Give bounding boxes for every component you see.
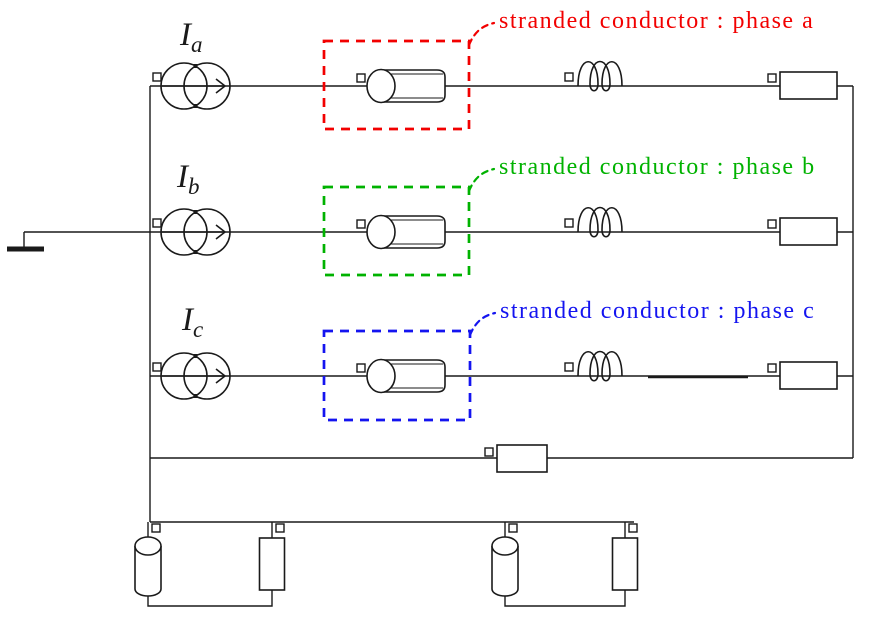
highlight-box-phase-b xyxy=(322,185,471,277)
annotation-phase-c: stranded conductor : phase c xyxy=(500,298,815,324)
shunt-loop-1-wire xyxy=(147,590,273,607)
annotation-phase-a: stranded conductor : phase a xyxy=(499,8,814,34)
annotation-phase-b: stranded conductor : phase b xyxy=(499,154,816,180)
phase-a-circuit: stranded conductor : phase a Ia xyxy=(152,8,838,131)
shunt-loop-2-wire xyxy=(504,590,626,607)
current-source-ia-icon[interactable] xyxy=(152,62,231,110)
neutral-branch xyxy=(484,444,548,473)
label-ia: Ia xyxy=(179,17,203,57)
leader-line-phase-a xyxy=(467,21,496,47)
stranded-conductor-vertical-2-icon[interactable] xyxy=(491,536,519,597)
resistor-vertical-1-icon[interactable] xyxy=(258,537,286,591)
shunt-network xyxy=(134,523,639,597)
resistor-vertical-2-icon[interactable] xyxy=(611,537,639,591)
phase-c-circuit: stranded conductor : phase c Ic xyxy=(152,298,838,422)
stranded-conductor-phase-a-icon[interactable] xyxy=(356,68,446,104)
leader-line-phase-b xyxy=(467,167,496,193)
stranded-conductor-phase-b-icon[interactable] xyxy=(356,214,446,250)
highlight-box-phase-a xyxy=(322,39,471,131)
resistor-neutral-icon[interactable] xyxy=(496,444,548,473)
highlight-box-phase-c xyxy=(322,329,472,422)
stranded-conductor-vertical-1-icon[interactable] xyxy=(134,536,162,597)
neutral-resistor-terminal xyxy=(484,447,494,457)
leader-line-phase-c xyxy=(468,311,497,337)
label-ib: Ib xyxy=(176,159,200,199)
current-source-ib-icon[interactable] xyxy=(152,208,231,256)
ground-icon[interactable] xyxy=(7,232,44,252)
label-ic: Ic xyxy=(181,302,203,342)
stranded-conductor-phase-c-icon[interactable] xyxy=(356,358,446,394)
phase-b-circuit: stranded conductor : phase b Ib xyxy=(152,154,838,277)
current-source-ic-icon[interactable] xyxy=(152,352,231,400)
wiring xyxy=(24,85,854,607)
